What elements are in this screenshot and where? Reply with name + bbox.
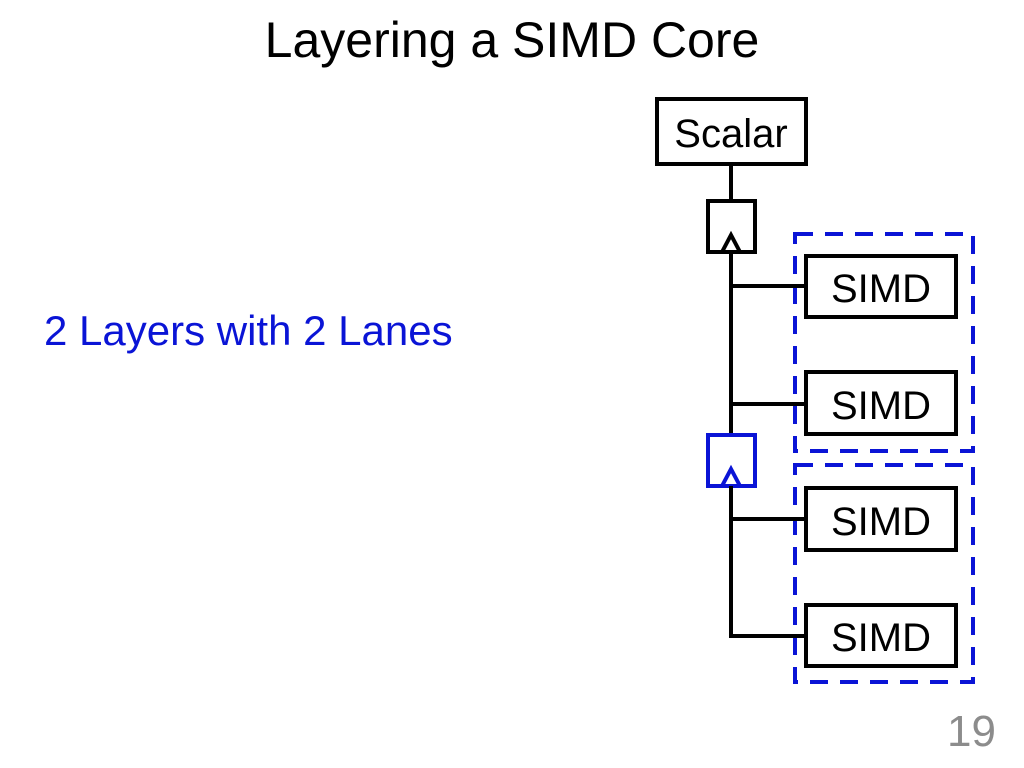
simd-lane-2-label: SIMD (831, 384, 931, 428)
layer-1-group (793, 232, 975, 453)
scalar-label: Scalar (674, 112, 787, 156)
simd-lane-2: SIMD (804, 370, 958, 436)
layer-2-group (793, 463, 975, 684)
simd-lane-3-box (804, 486, 958, 552)
simd-lane-4-label: SIMD (831, 616, 931, 660)
pipeline-register-2 (706, 433, 757, 488)
simd-lane-4: SIMD (804, 603, 958, 668)
simd-lane-1: SIMD (804, 254, 958, 319)
pipeline-register-1 (706, 199, 757, 254)
register-1-box (706, 199, 757, 254)
page-number: 19 (947, 707, 996, 756)
simd-lane-3: SIMD (804, 486, 958, 552)
register-2-box (706, 433, 757, 488)
scalar-unit: Scalar (655, 97, 808, 166)
simd-lane-2-box (804, 370, 958, 436)
register-1-clock-icon (720, 230, 742, 253)
slide-title: Layering a SIMD Core (264, 12, 760, 68)
register-2-clock-icon (720, 464, 742, 487)
simd-lane-4-box (804, 603, 958, 668)
slide-subtitle: 2 Layers with 2 Lanes (44, 307, 453, 354)
simd-lane-1-label: SIMD (831, 267, 931, 311)
simd-lane-1-box (804, 254, 958, 319)
simd-lane-3-label: SIMD (831, 500, 931, 544)
